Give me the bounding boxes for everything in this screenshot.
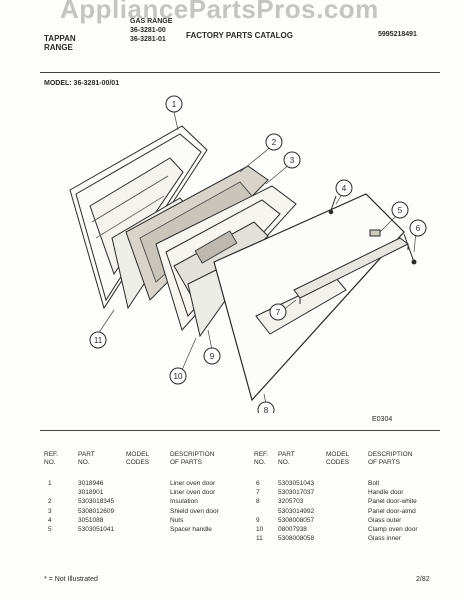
table-cell: 4 xyxy=(48,516,52,524)
callout-10: 10 xyxy=(169,367,187,385)
table-cell: 5308008057 xyxy=(278,516,315,524)
table-cell: 5308012609 xyxy=(78,507,115,515)
table-cell: Glass outer xyxy=(368,516,402,524)
callout-6: 6 xyxy=(409,219,427,237)
callout-1: 1 xyxy=(165,95,183,113)
watermark-text: AppliancePartsPros.com xyxy=(60,0,379,24)
header-brand: TAPPAN xyxy=(44,34,76,43)
svg-text:11: 11 xyxy=(94,336,103,345)
svg-text:4: 4 xyxy=(342,184,347,193)
svg-text:2: 2 xyxy=(272,138,277,147)
diagram-code: E0304 xyxy=(372,416,393,423)
table-cell: 8 xyxy=(256,498,260,506)
header-catalog-title: FACTORY PARTS CATALOG xyxy=(186,31,293,40)
footer-page-number: 2/82 xyxy=(416,576,430,583)
right-header-ref: REF.NO. xyxy=(254,451,269,466)
left-ref-column: 1 2 3 4 5 xyxy=(48,479,52,534)
callout-8: 8 xyxy=(257,401,275,413)
table-cell: Glass inner xyxy=(368,535,401,543)
header-rule xyxy=(40,72,440,73)
svg-text:1: 1 xyxy=(172,100,177,109)
table-cell: 5 xyxy=(48,525,52,533)
bolt-drawing xyxy=(403,233,415,263)
svg-text:9: 9 xyxy=(210,352,215,361)
table-cell: 11 xyxy=(256,535,263,543)
table-cell: 5303051041 xyxy=(78,525,115,533)
callout-2: 2 xyxy=(265,133,283,151)
header-product: RANGE xyxy=(44,43,73,52)
svg-text:8: 8 xyxy=(264,406,269,413)
table-cell: Shield oven door xyxy=(170,507,219,515)
svg-text:6: 6 xyxy=(416,224,421,233)
oven-door-diagram: 1 2 3 4 5 6 7 8 9 10 11 xyxy=(69,95,427,413)
table-cell: 5303051043 xyxy=(278,480,315,487)
table-cell: 9 xyxy=(256,516,260,524)
table-cell: 5308008058 xyxy=(278,535,315,543)
right-part-column: 5303051043 5303017037 3205703 5303014992… xyxy=(278,479,314,543)
part-4-screw xyxy=(330,195,337,211)
table-cell: 5303018345 xyxy=(78,498,115,506)
table-cell: 2 xyxy=(48,498,52,506)
table-cell: Clamp oven door xyxy=(368,525,418,533)
table-cell: 3205703 xyxy=(278,498,304,506)
table-cell: 5303017037 xyxy=(278,489,315,497)
table-cell: Panel door-almd xyxy=(368,507,416,515)
table-cell: 3 xyxy=(48,507,52,515)
left-part-column: 3018946 3018901 5303018345 5308012609 30… xyxy=(78,479,114,534)
table-cell: Bolt xyxy=(368,480,380,487)
table-cell: 1 xyxy=(48,480,52,487)
svg-text:3: 3 xyxy=(290,156,295,165)
table-cell xyxy=(256,507,263,516)
table-cell: 08007938 xyxy=(278,525,307,533)
svg-text:5: 5 xyxy=(398,206,403,215)
callout-3: 3 xyxy=(283,151,301,169)
callout-11: 11 xyxy=(89,331,107,349)
callout-7: 7 xyxy=(269,303,287,321)
model-line: MODEL: 36-3281-00/01 xyxy=(44,80,120,87)
table-top-rule xyxy=(40,430,440,431)
table-cell: 5303014992 xyxy=(278,507,315,515)
table-cell: Insulation xyxy=(170,498,198,506)
header-catalog-code: 5995218491 xyxy=(378,31,417,38)
table-cell: Panel door-white xyxy=(368,498,417,506)
table-cell: 10 xyxy=(256,525,264,533)
header-range-type: GAS RANGE xyxy=(130,18,173,25)
svg-text:10: 10 xyxy=(174,372,183,381)
table-cell: 6 xyxy=(256,480,260,487)
table-cell: Nuts xyxy=(170,516,184,524)
table-cell: Handle door xyxy=(368,489,404,497)
table-cell: 3051088 xyxy=(78,516,104,524)
table-cell: 7 xyxy=(256,489,260,497)
callout-9: 9 xyxy=(203,347,221,365)
callout-5: 5 xyxy=(391,201,409,219)
table-cell: Liner oven door xyxy=(170,489,216,497)
svg-text:7: 7 xyxy=(276,308,281,317)
left-desc-column: Liner oven door Liner oven door Insulati… xyxy=(170,479,219,534)
right-ref-column: 6 7 8 9 10 11 xyxy=(256,479,263,543)
header-model-2: 36-3281-01 xyxy=(130,36,166,43)
left-header-ref: REF.NO. xyxy=(44,451,59,466)
table-cell: Spacer handle xyxy=(170,525,212,533)
table-cell: Liner oven door xyxy=(170,480,216,487)
callout-4: 4 xyxy=(335,179,353,197)
footer-note: * = Not Illustrated xyxy=(44,576,98,583)
right-desc-column: Bolt Handle door Panel door-white Panel … xyxy=(368,479,418,543)
table-cell: 3018946 xyxy=(78,480,104,487)
table-cell: 3018901 xyxy=(78,489,104,497)
spacer-handle-drawing xyxy=(369,229,381,237)
header-model-1: 36-3281-00 xyxy=(130,27,166,34)
